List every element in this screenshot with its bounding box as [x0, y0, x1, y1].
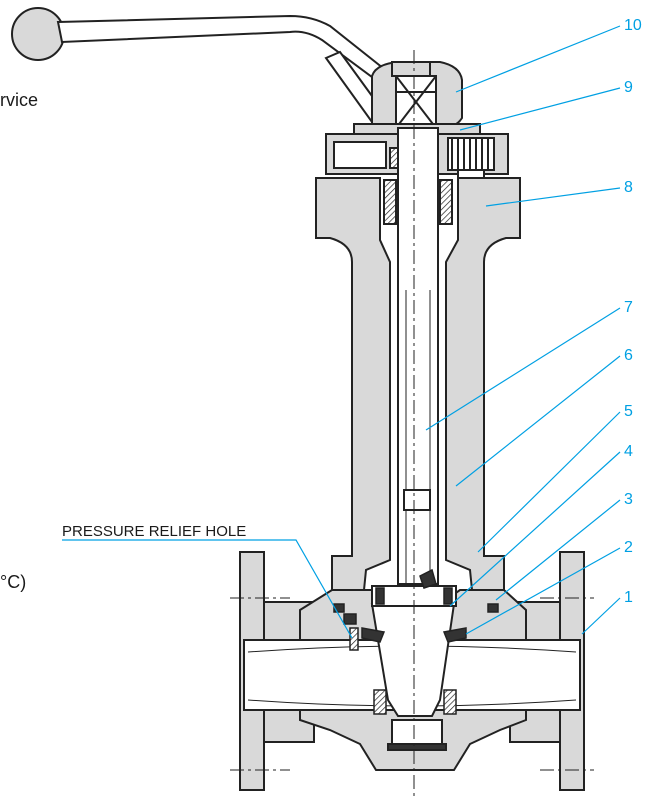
stem	[397, 127, 439, 585]
callout-10: 10	[624, 17, 642, 34]
callout-2: 2	[624, 539, 633, 556]
handle-hub	[371, 61, 463, 129]
bonnet-extension	[315, 177, 521, 591]
leader-lines	[62, 25, 621, 639]
clipped-text-mid: °C)	[0, 572, 26, 592]
center-lines	[230, 50, 594, 800]
clipped-text-top: rvice	[0, 90, 38, 110]
handle-lever	[11, 7, 390, 124]
callout-5: 5	[624, 403, 633, 420]
callout-4: 4	[624, 443, 633, 460]
callout-6: 6	[624, 347, 633, 364]
callout-1: 1	[624, 589, 633, 606]
callout-8: 8	[624, 179, 633, 196]
pressure-relief-hole-label: PRESSURE RELIEF HOLE	[62, 523, 246, 540]
disc-wedge	[370, 603, 456, 751]
callout-7: 7	[624, 299, 633, 316]
callout-9: 9	[624, 79, 633, 96]
callout-3: 3	[624, 491, 633, 508]
